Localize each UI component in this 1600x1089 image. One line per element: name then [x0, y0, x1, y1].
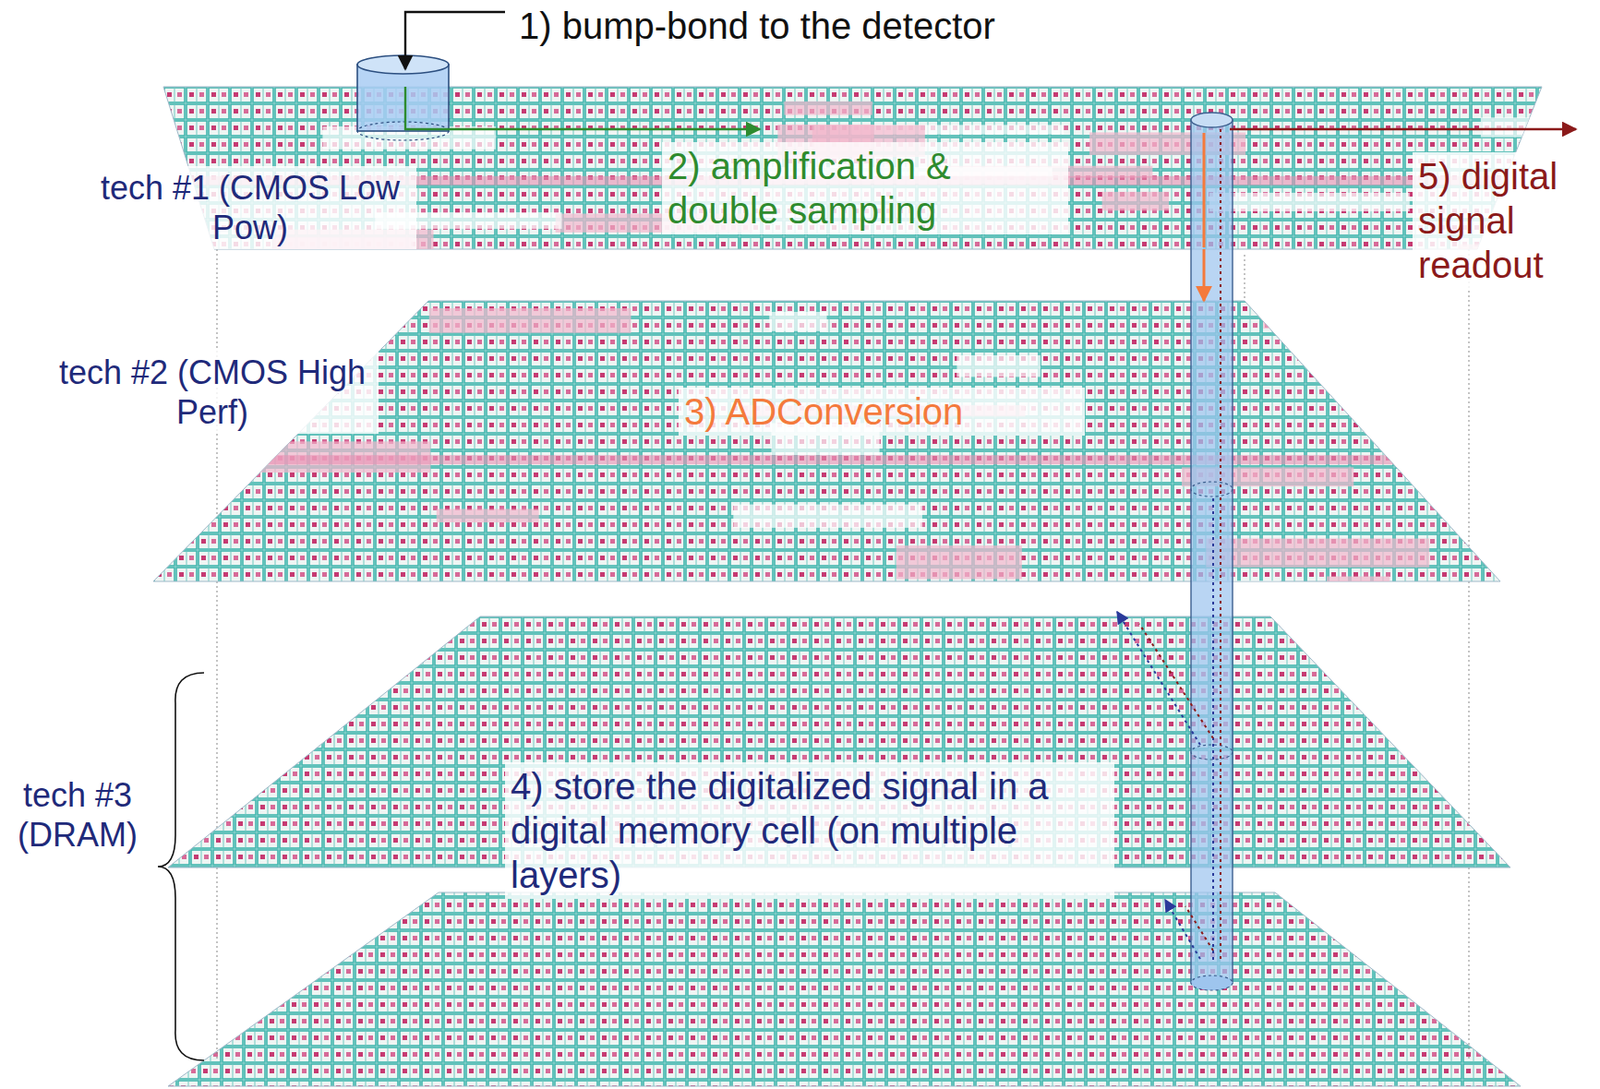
read-dotted-line: [1139, 624, 1214, 739]
text-holder: tech #1 (CMOS Low Pow): [84, 166, 417, 250]
readout-dotted-line: [1219, 129, 1222, 961]
chip-layer: 4) store the digitalized signal in a dig…: [168, 616, 1511, 868]
step-label: 1) bump-bond to the detector: [513, 1, 1160, 50]
text-holder: 1) bump-bond to the detector: [513, 1, 1160, 50]
dram-layer: [168, 892, 1521, 1087]
connector-group: [1203, 249, 1205, 301]
signal-arrow: [405, 86, 760, 130]
step-label: 2) amplification & double sampling: [661, 142, 1069, 235]
store-dotted-arrow: [1117, 612, 1201, 746]
store-dotted-arrow: [1165, 900, 1201, 960]
text-holder: 4) store the digitalized signal in a dig…: [505, 762, 1115, 900]
input-arrow: [405, 12, 506, 70]
text-holder: tech #3 (DRAM): [3, 773, 152, 857]
text-holder: 5) digital signal readout: [1412, 152, 1593, 289]
through-via: [1190, 112, 1233, 991]
tech-label: tech #1 (CMOS Low Pow): [84, 166, 417, 250]
bump-bond: [357, 55, 449, 141]
chip-layer: tech #2 (CMOS High Perf)3) ADConversion: [153, 300, 1501, 582]
read-dotted-line: [1185, 906, 1214, 951]
step-label: 3) ADConversion: [678, 387, 1085, 436]
signal-connector: [1203, 249, 1206, 301]
text-holder: 3) ADConversion: [678, 387, 1085, 436]
readout-arrow: [1229, 128, 1576, 131]
chip-layer: tech #1 (CMOS Low Pow)2) amplification &…: [163, 86, 1542, 250]
tech-label: tech #3 (DRAM): [3, 773, 152, 857]
step-label: 4) store the digitalized signal in a dig…: [505, 762, 1115, 900]
layer-shape: [153, 300, 1501, 582]
conversion-line: [1203, 132, 1206, 248]
step-label: 5) digital signal readout: [1412, 152, 1593, 289]
layer-surface: [153, 300, 1501, 582]
tech-label: tech #2 (CMOS High Perf): [46, 350, 379, 434]
text-holder: tech #2 (CMOS High Perf): [46, 350, 379, 434]
store-dotted-line: [1212, 498, 1215, 961]
text-holder: 2) amplification & double sampling: [661, 142, 1069, 235]
